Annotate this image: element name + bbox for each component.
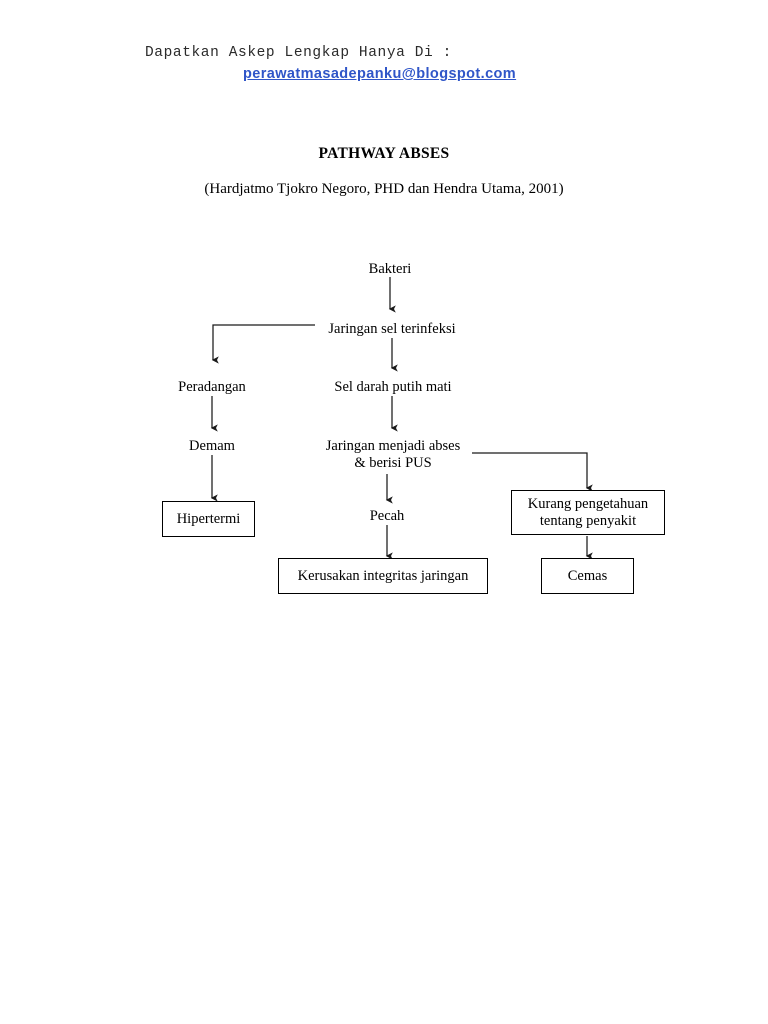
node-demam: Demam	[189, 438, 235, 454]
page-subtitle: (Hardjatmo Tjokro Negoro, PHD dan Hendra…	[204, 181, 564, 197]
promo-email-link[interactable]: perawatmasadepanku@blogspot.com	[243, 66, 517, 82]
node-sel-darah-putih-mati: Sel darah putih mati	[334, 379, 452, 395]
node-peradangan: Peradangan	[178, 379, 246, 395]
node-jaringan-sel-terinfeksi: Jaringan sel terinfeksi	[328, 321, 456, 337]
node-box-hipertermi[interactable]: Hipertermi	[162, 501, 255, 537]
node-box-cemas[interactable]: Cemas	[541, 558, 634, 594]
node-box-kerusakan-integritas-jaringan[interactable]: Kerusakan integritas jaringan	[278, 558, 488, 594]
promo-text: Dapatkan Askep Lengkap Hanya Di :	[145, 45, 452, 61]
node-pecah: Pecah	[369, 508, 405, 524]
page-title: PATHWAY ABSES	[318, 145, 450, 162]
node-box-kurang-pengetahuan[interactable]: Kurang pengetahuan tentang penyakit	[511, 490, 665, 535]
node-bakteri: Bakteri	[368, 261, 412, 277]
node-jaringan-menjadi-abses: Jaringan menjadi abses & berisi PUS	[325, 438, 461, 471]
